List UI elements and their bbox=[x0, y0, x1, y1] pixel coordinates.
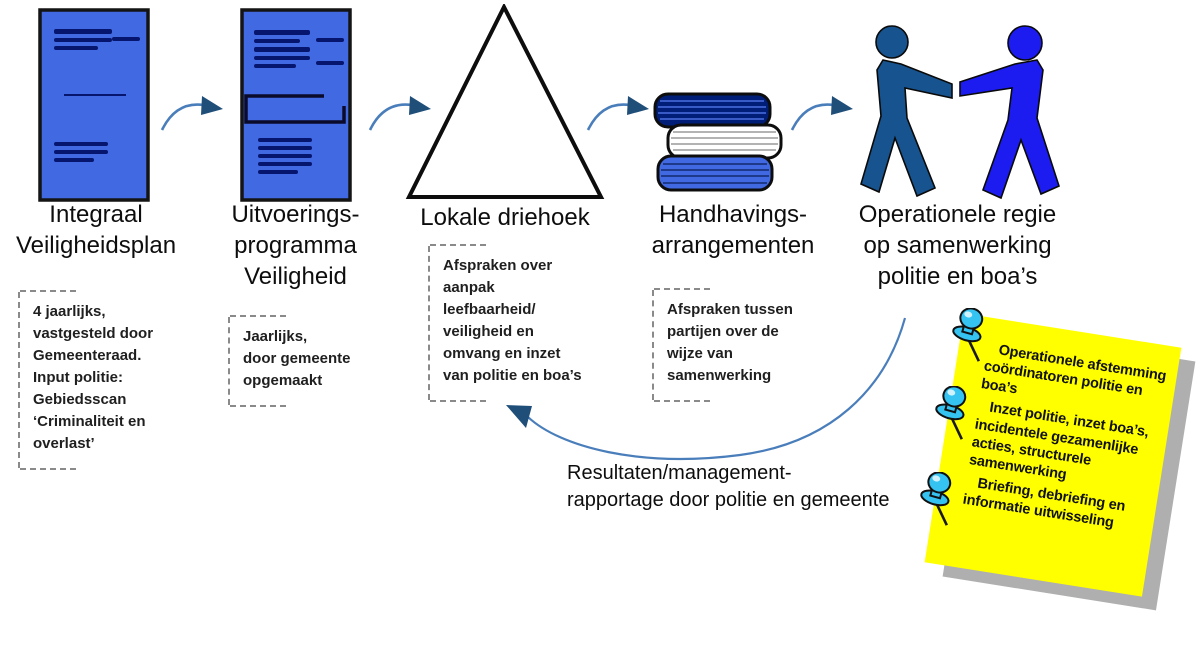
people-handshake-icon bbox=[855, 8, 1067, 203]
pushpin-icon bbox=[928, 386, 982, 442]
document-icon bbox=[38, 8, 150, 202]
curved-arrow-icon bbox=[158, 92, 228, 137]
document-icon bbox=[240, 8, 352, 202]
step-label-lokale-driehoek: Lokale driehoek bbox=[420, 204, 590, 231]
note-lokale-driehoek: Afspraken over aanpak leefbaarheid/ veil… bbox=[428, 244, 583, 402]
books-icon bbox=[650, 88, 785, 196]
note-integraal-veiligheidsplan: 4 jaarlijks, vastgesteld door Gemeentera… bbox=[18, 290, 183, 470]
note-handhavingsarrangementen: Afspraken tussen partijen over de wijze … bbox=[652, 288, 807, 402]
curved-arrow-icon bbox=[788, 92, 858, 137]
pushpin-icon bbox=[913, 472, 967, 528]
note-uitvoeringsprogramma: Jaarlijks, door gemeente opgemaakt bbox=[228, 315, 373, 407]
triangle-icon bbox=[405, 4, 605, 201]
curved-arrow-icon bbox=[584, 92, 654, 137]
step-label-uitvoeringsprogramma: Uitvoerings- programma Veiligheid bbox=[231, 201, 360, 291]
curved-arrow-icon bbox=[366, 92, 436, 137]
feedback-arrow bbox=[500, 295, 940, 475]
step-label-operationele-regie: Operationele regie op samenwerking polit… bbox=[858, 201, 1057, 291]
step-label-integraal-veiligheidsplan: Integraal Veiligheidsplan bbox=[15, 201, 177, 260]
step-label-handhavingsarrangementen: Handhavings- arrangementen bbox=[651, 201, 815, 260]
pushpin-icon bbox=[945, 308, 999, 364]
feedback-arrow-label: Resultaten/management- rapportage door p… bbox=[567, 462, 890, 511]
